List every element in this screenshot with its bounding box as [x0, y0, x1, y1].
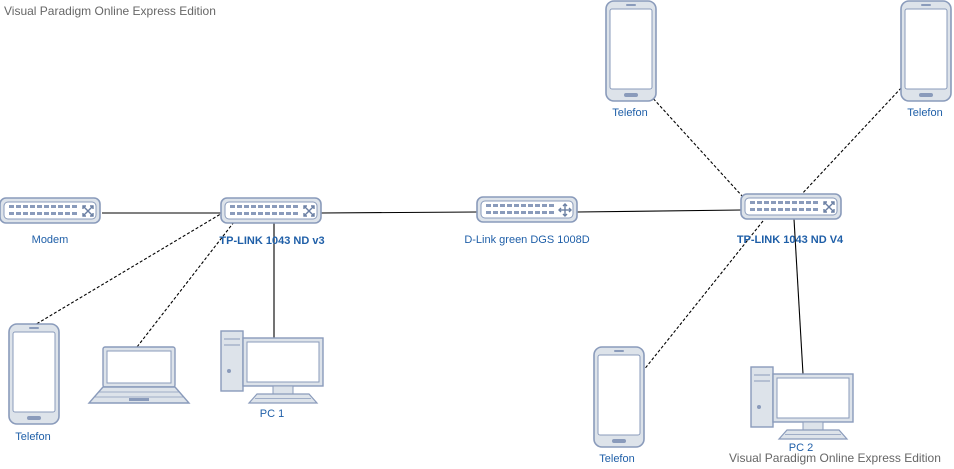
connection-tplink_v3-laptop: [136, 221, 235, 348]
connection-tplink_v4-phone_top_right: [799, 85, 904, 197]
phone-bottom-right-label: Telefon: [599, 453, 635, 465]
pc1-label: PC 1: [259, 408, 285, 420]
tplink-v4-label: TP-LINK 1043 ND V4: [736, 234, 844, 246]
laptop-icon[interactable]: [88, 346, 190, 404]
tplink-v3-switch-icon[interactable]: [220, 197, 322, 224]
phone-bottom-left-icon[interactable]: [8, 323, 60, 425]
connection-tplink_v4-phone_top_left: [649, 94, 744, 198]
modem-icon[interactable]: [0, 197, 101, 224]
pc2-label: PC 2: [788, 442, 814, 454]
watermark-bottom: Visual Paradigm Online Express Edition: [729, 451, 941, 465]
connection-tplink_v4-phone_bottom_right: [642, 220, 764, 372]
phone-bottom-right-icon[interactable]: [593, 346, 645, 448]
phone-top-right-label: Telefon: [907, 107, 943, 119]
pc1-desktop-icon[interactable]: [220, 330, 324, 404]
tplink-v4-switch-icon[interactable]: [740, 193, 842, 220]
watermark-top: Visual Paradigm Online Express Edition: [4, 4, 216, 18]
connection-tplink_v4-pc2: [793, 218, 804, 375]
connection-dlink-tplink_v4: [576, 209, 742, 213]
phone-top-right-icon[interactable]: [900, 0, 952, 102]
connections-layer: [32, 85, 904, 375]
connection-tplink_v3-dlink: [320, 211, 478, 214]
connection-tplink_v3-phone_bottom_left: [32, 211, 225, 327]
phone-top-left-icon[interactable]: [605, 0, 657, 102]
phone-top-left-label: Telefon: [612, 107, 648, 119]
dlink-label: D-Link green DGS 1008D: [464, 234, 590, 246]
pc2-desktop-icon[interactable]: [750, 366, 854, 440]
modem-label: Modem: [31, 234, 69, 246]
tplink-v3-label: TP-LINK 1043 ND v3: [219, 235, 325, 247]
phone-bottom-left-label: Telefon: [15, 431, 51, 443]
dlink-hub-icon[interactable]: [476, 196, 578, 223]
